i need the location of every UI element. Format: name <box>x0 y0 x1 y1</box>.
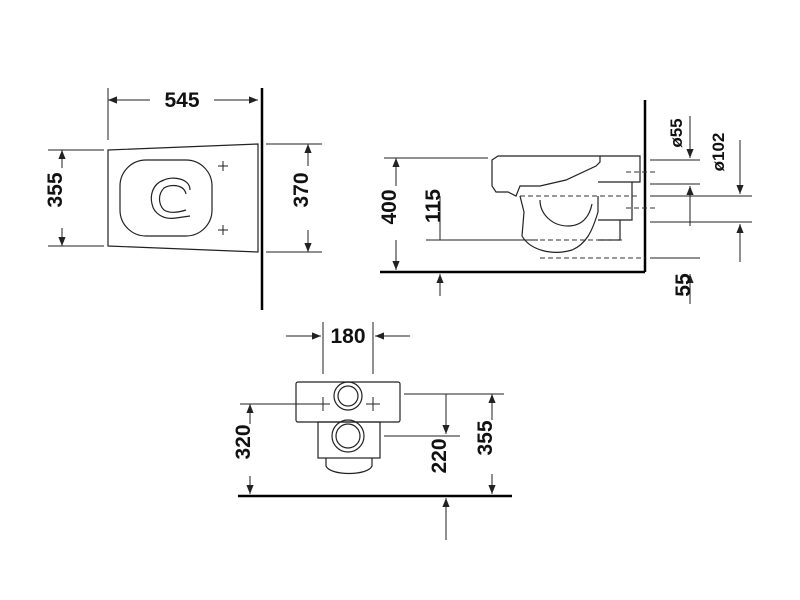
front-view-inlet-hole <box>333 381 363 411</box>
front-view-pan-body <box>317 421 381 459</box>
front-view: 180 320 220 355 <box>232 322 512 540</box>
top-view: 545 355 370 <box>44 88 322 310</box>
dimension-outlet-diameter: ø102 <box>709 133 728 172</box>
dimension-bolt-spacing-180: 180 <box>330 325 365 348</box>
front-view-fixing-cross <box>316 397 380 411</box>
front-view-pan-bottom <box>325 458 373 475</box>
top-view-seat-rim <box>119 159 213 237</box>
top-view-bowl-inner <box>158 184 187 213</box>
dimension-outlet-height-115: 115 <box>422 189 445 223</box>
dimension-total-height-355: 355 <box>474 420 497 455</box>
dimension-width-545: 545 <box>164 89 199 112</box>
top-view-fixing-cross <box>218 161 228 235</box>
side-view-bowl-profile <box>491 155 601 197</box>
side-view-rear-block <box>598 155 641 241</box>
dimension-depth-370: 370 <box>290 172 313 207</box>
dimension-depth-355: 355 <box>44 172 67 207</box>
dimension-height-400: 400 <box>378 189 401 224</box>
front-view-outlet-hole <box>331 419 365 453</box>
front-view-mounting-plate <box>295 381 401 423</box>
side-view-trap <box>539 199 593 227</box>
dimension-inlet-height-320: 320 <box>232 424 255 459</box>
dimension-inlet-diameter: ø55 <box>667 118 686 147</box>
side-view: 400 115 ø55 ø102 55 <box>378 100 752 304</box>
top-view-bowl-outline <box>107 143 259 253</box>
dimension-floor-offset-55: 55 <box>672 273 695 297</box>
dimension-outlet-height-220: 220 <box>428 438 451 473</box>
top-view-bowl-opening <box>150 177 191 219</box>
